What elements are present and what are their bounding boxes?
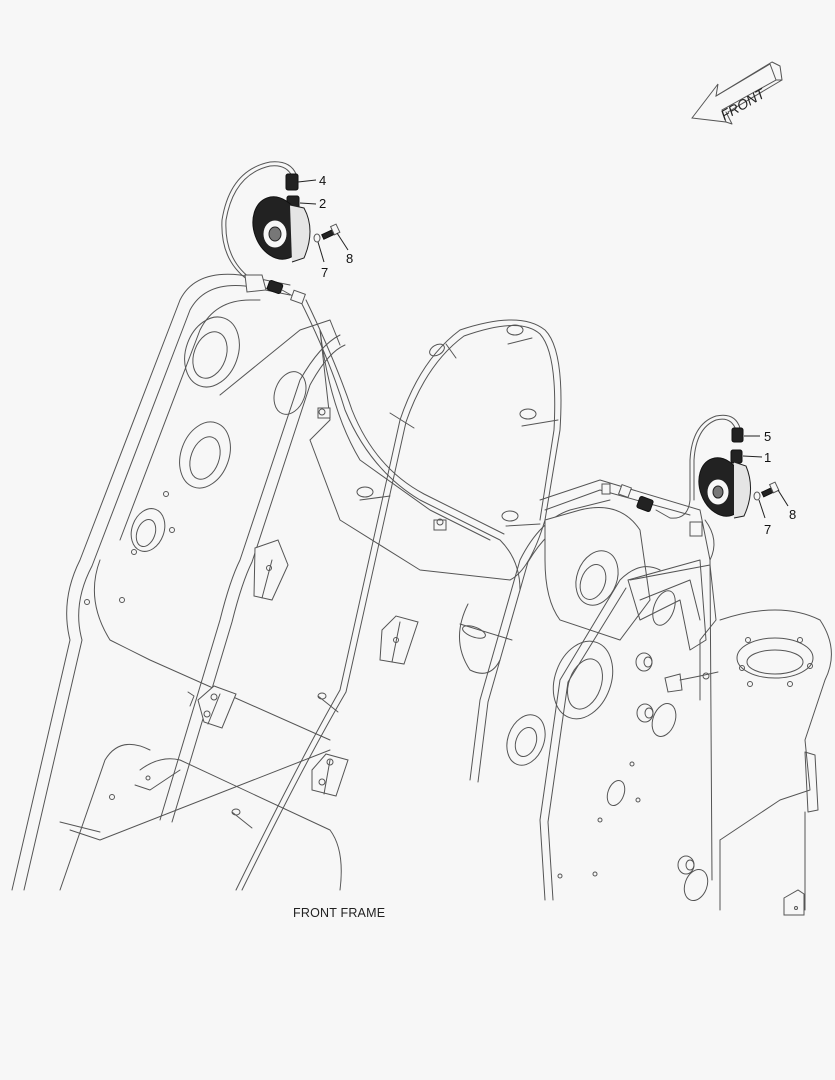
callout-8-upper: 8 (346, 251, 353, 266)
upper-sensor-assembly (221, 161, 349, 305)
callout-1: 1 (764, 450, 771, 465)
callout-2: 2 (319, 196, 326, 211)
clamp-icon (317, 407, 331, 419)
left-boom-frame (11, 273, 511, 891)
bolt-icon (321, 223, 341, 240)
lower-sensor-assembly (601, 414, 789, 537)
callout-7-upper: 7 (321, 265, 328, 280)
bolt-icon (760, 481, 780, 498)
callout-4-upper: 4 (319, 173, 326, 188)
right-frame (469, 479, 832, 916)
sensor-disc-icon (698, 457, 751, 519)
cable-tie-icon (231, 324, 559, 829)
wiring-harness (231, 299, 562, 891)
connector-icon (730, 427, 744, 464)
washer-icon (313, 233, 321, 243)
callout-8-lower: 8 (789, 507, 796, 522)
front-arrow-icon: FRONT (691, 61, 783, 125)
callout-7-lower: 7 (764, 522, 771, 537)
washer-icon (753, 491, 761, 501)
callout-5: 5 (764, 429, 771, 444)
sensor-disc-icon (252, 196, 311, 263)
diagram-caption: FRONT FRAME (293, 906, 386, 920)
